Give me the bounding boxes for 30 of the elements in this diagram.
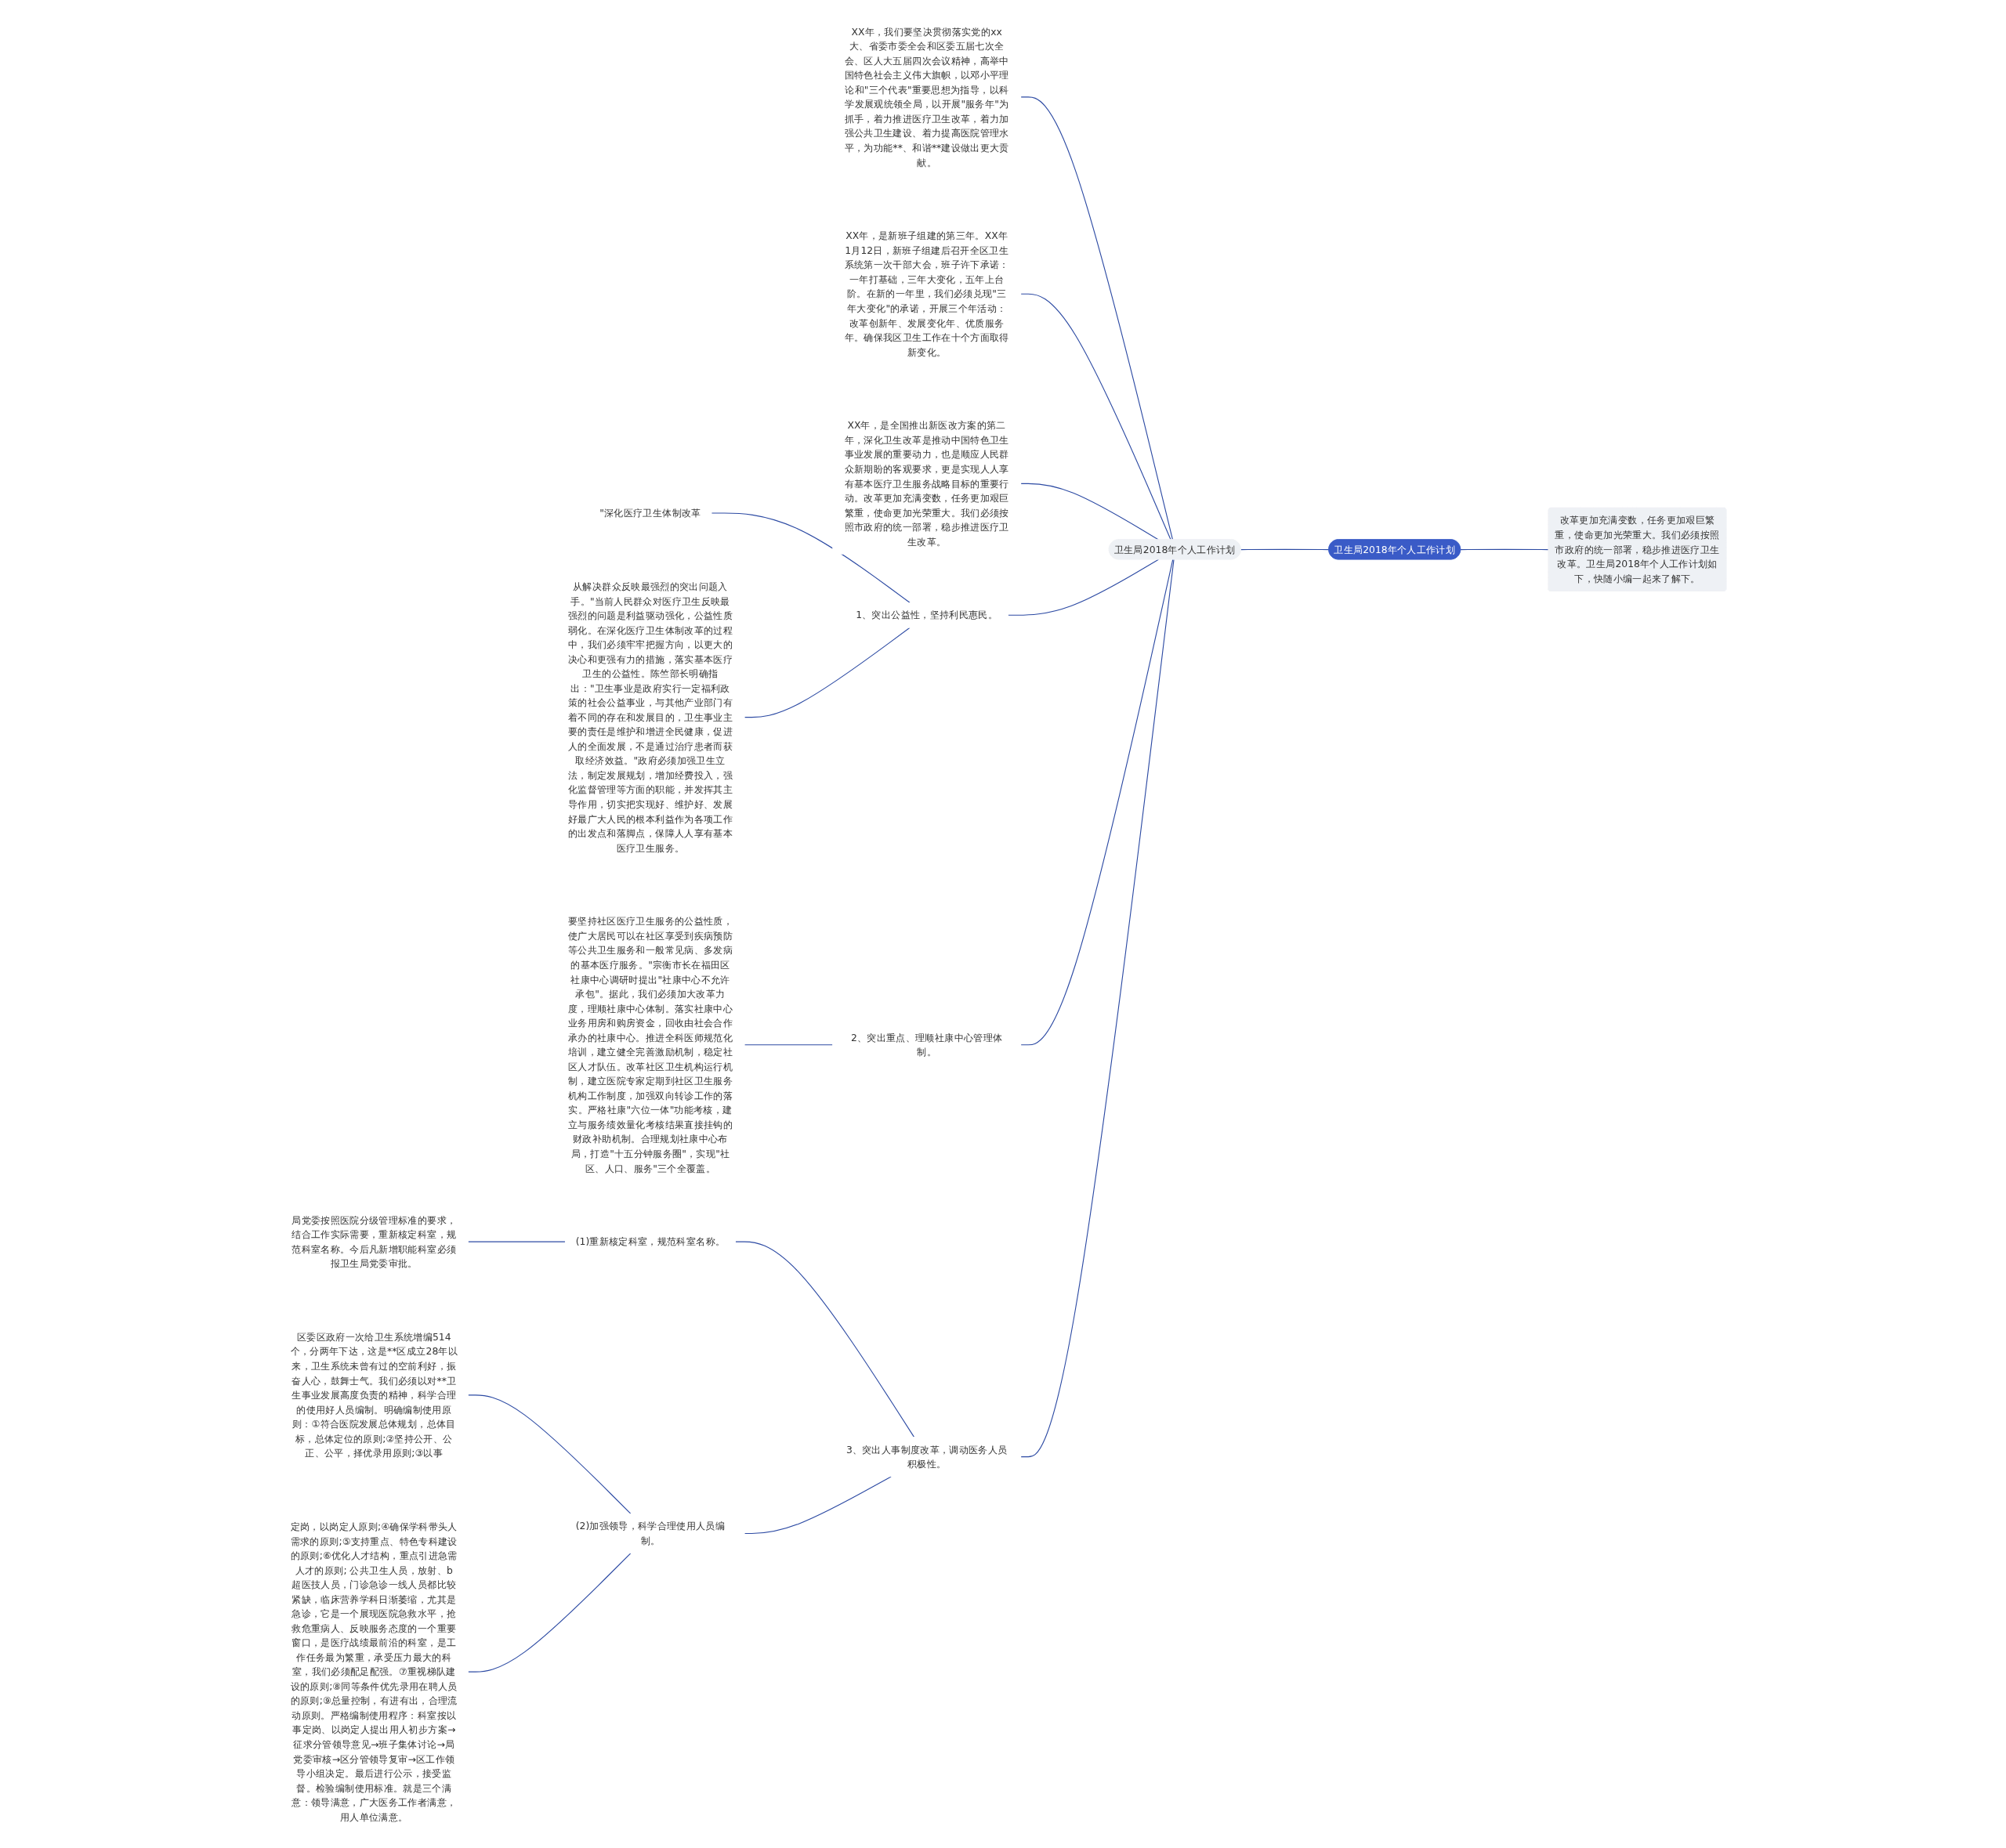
connector (744, 1043, 834, 1045)
node-text: (1)重新核定科室，规范科室名称。 (575, 1235, 726, 1247)
connector (1008, 559, 1159, 616)
connector (1020, 559, 1174, 1045)
node-text: (2)加强领导，科学合理使用人员编制。 (575, 1520, 726, 1546)
connector (735, 1241, 914, 1438)
node-text: XX年，我们要坚决贯彻落实党的xx大、省委市委全会和区委五届七次全会、区人大五届四次会议精神，高举中国特色社会主义伟大旗帜，以邓小平理论和"三个代表"重要思想为指导，以科学发展观统领全局，以开展"服务年"为抓手，着力推进医疗卫生改革，着力加强公共卫生建设、着力提高医院管理水平，为功能**、和谐**建设做出更大贡献。 (844, 25, 1009, 168)
connector (1020, 293, 1171, 540)
connector (711, 512, 911, 603)
connector (1020, 483, 1159, 540)
connector (744, 1475, 892, 1534)
node-text: 局党委按照医院分级管理标准的要求，结合工作实际需要，重新核定科室，规范科室名称。今后凡新增职能科室必须报卫生局党委审批。 (291, 1213, 457, 1269)
node-text: 定岗，以岗定人原则;④确保学科带头人需求的原则;⑤支持重点、特色专科建设的原则;⑥优化人才结构，重点引进急需人才的原则; 公共卫生人员，放射、b超医技人员，门诊急诊一线人员都比较紧缺，临床营养学科日渐萎缩，尤其是急诊，它是一个展现医院急救水平，抢救危重病人、反映服务态度的一个重要窗口，是医疗战绩最前沿的科室，是工作任务最为繁重，承受压力最大的科室，我们必须配足配强。⑦重视梯队建设的原则;⑧同等条件优先录用在聘人员的原则;⑨总量控制，有进有出，合理流动原则。严格编制使用程序：科室按以事定岗、以岗定人提出用人初步方案→征求分管领导意见→班子集体讨论→局党委审核→区分管领导复审→区工作领导小组决定。最后进行公示，接受监督。检验编制使用标准。就是三个满意：领导满意，广大医务工作者满意，用人单位满意。 (290, 1521, 458, 1823)
node-text: 从解决群众反映最强烈的突出问题入手。"当前人民群众对医疗卫生反映最强烈的问题是利益驱动强化，公益性质弱化。在深化医疗卫生体制改革的过程中，我们必须牢牢把握方向，以更大的决心和更强有力的措施，落实基本医疗卫生的公益性。陈竺部长明确指出："卫生事业是政府实行一定福利政策的社会公益事业，与其他产业部门有着不同的存在和发展目的，卫生事业主要的责任是维护和增进全民健康，促进人的全面发展，不是通过治疗患者而获取经济效益。"政府必须加强卫生立法，制定发展规划，增加经费投入，强化监督管理等方面的职能，并发挥其主导作用，切实把实现好、维护好、发展好最广大人民的根本利益作为各项工作的出发点和落脚点，保障人人享有基本医疗卫生服务。 (567, 580, 733, 853)
connector (1240, 548, 1330, 550)
node-text: 区委区政府一次给卫生系统增编514个，分两年下达，这是**区成立28年以来，卫生系统未曾有过的空前利好，振奋人心，鼓舞士气。我们必须以对**卫生事业发展高度负责的精神，科学合理的使用好人员编制。明确编制使用原则：①符合医院发展总体规划，总体目标，总体定位的原则;②坚持公开、公正、公平，择优录用原则;③以事 (290, 1331, 458, 1459)
connector (467, 1394, 632, 1514)
connector (1020, 96, 1174, 540)
node-text: XX年，是全国推出新医改方案的第二年，深化卫生改革是推动中国特色卫生事业发展的重要动力，也是顺应人民群众新期盼的客观要求，更是实现人人享有基本医疗卫生服务战略目标的重要行动。改革更加充满变数，任务更加艰巨繁重，使命更加光荣重大。我们必须按照市政府的统一部署，稳步推进医疗卫生改革。 (844, 419, 1009, 547)
connector (467, 1552, 632, 1673)
node-text: "深化医疗卫生体制改革 (599, 507, 701, 519)
connector (744, 627, 911, 718)
node-text: 1、突出公益性，坚持利民惠民。 (856, 609, 998, 620)
connector (1020, 559, 1175, 1457)
node-text: 要坚持社区医疗卫生服务的公益性质，使广大居民可以在社区享受到疾病预防等公共卫生服务和一般常见病、多发病的基本医疗服务。"宗衡市长在福田区社康中心调研时提出"社康中心不允许承包"。据此，我们必须加大改革力度，理顺社康中心体制。落实社康中心业务用房和购房资金，回收由社会合作承办的社康中心。推进全科医师规范化培训，建立健全完善激励机制，稳定社区人才队伍。改革社区卫生机构运行机制，建立医院专家定期到社区卫生服务机构工作制度，加强双向转诊工作的落实。严格社康"六位一体"功能考核，建立与服务绩效量化考核结果直接挂钩的财政补助机制。合理规划社康中心布局，打造"十五分钟服务圈"，实现"社区、人口、服务"三个全覆盖。 (567, 915, 733, 1174)
connector (467, 1241, 566, 1242)
node-text: 3、突出人事制度改革，调动医务人员积极性。 (845, 1443, 1008, 1470)
node-text: XX年，是新班子组建的第三年。XX年1月12日，新班子组建后召开全区卫生系统第一次干部大会，班子许下承诺：一年打基础，三年大变化，五年上台阶。在新的一年里，我们必须兑现"三年大变化"的承诺，开展三个年活动：改革创新年、发展变化年、优质服务年。确保我区卫生工作在十个方面取得新变化。 (844, 230, 1009, 357)
node-text: 2、突出重点、理顺社康中心管理体制。 (851, 1031, 1003, 1058)
connector (1460, 548, 1549, 550)
